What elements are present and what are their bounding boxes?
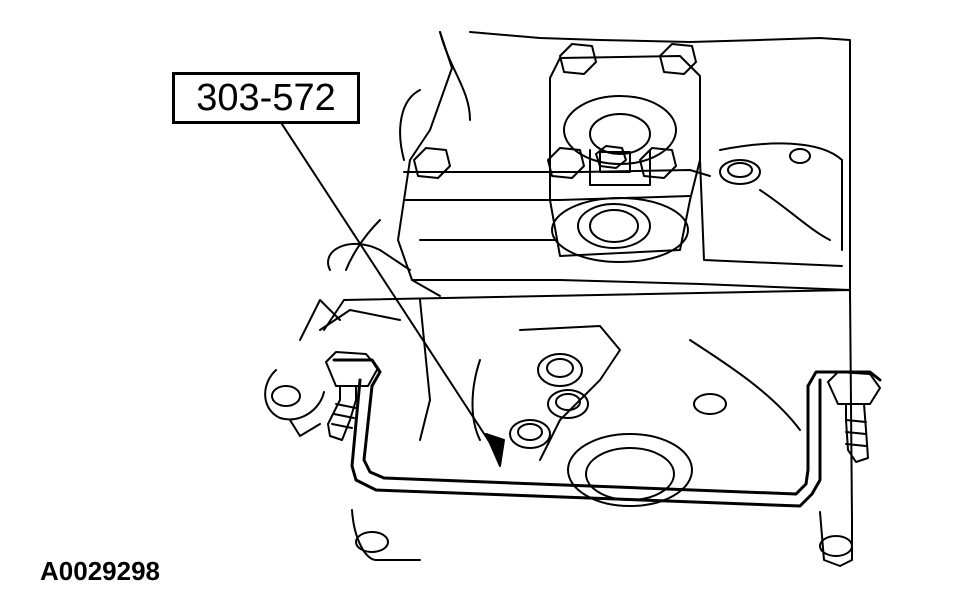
tool-callout-label: 303-572 <box>172 72 360 124</box>
callout-leader <box>277 117 505 467</box>
tool-frame <box>332 358 882 508</box>
cover-bolts <box>413 43 697 179</box>
left-stud <box>325 351 379 441</box>
mounting-ear <box>264 242 411 437</box>
right-bosses <box>719 148 831 241</box>
figure-id: A0029298 <box>40 556 160 586</box>
engine-block-upper <box>345 31 851 301</box>
right-stud <box>827 371 881 463</box>
bottom-ears <box>351 509 853 567</box>
front-cover <box>549 55 701 263</box>
crankcase-lower <box>323 289 853 521</box>
